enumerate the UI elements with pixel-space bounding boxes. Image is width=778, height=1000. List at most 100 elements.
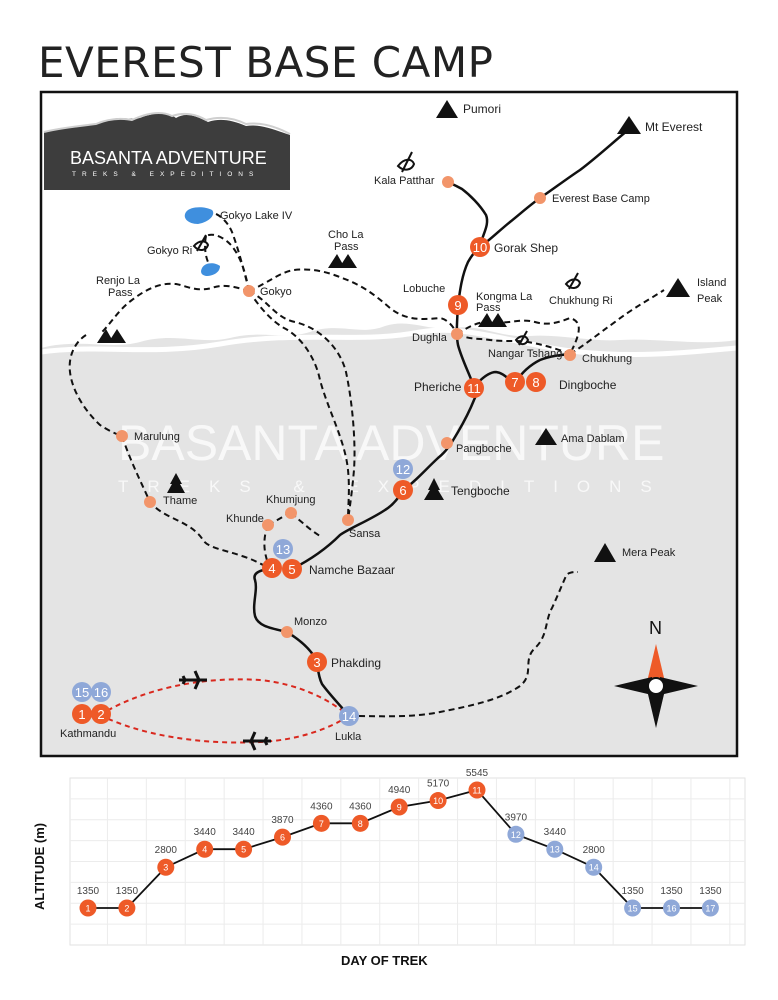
label-sansa: Sansa <box>349 528 381 540</box>
watermark-text: BASANTA ADVENTURE <box>118 415 664 471</box>
logo-tagline: TREKS & EXPEDITIONS <box>72 171 259 178</box>
dughla-dot <box>451 328 463 340</box>
stop-4-number: 4 <box>268 561 275 576</box>
airplane-icon <box>243 731 271 751</box>
chart-point-day-label: 11 <box>472 786 481 796</box>
label-mera-peak: Mera Peak <box>622 547 676 559</box>
stop-16-circle <box>91 682 111 702</box>
stop-11-number: 11 <box>467 381 481 396</box>
chart-point-day-label: 10 <box>433 796 443 806</box>
stop-6-number: 6 <box>399 483 406 498</box>
label-kathmandu: Kathmandu <box>60 728 116 740</box>
stop-10-circle <box>470 237 490 257</box>
label-namche: Namche Bazaar <box>309 563 395 577</box>
stop-13-number: 13 <box>276 542 290 557</box>
chart-point-day-label: 17 <box>705 904 715 914</box>
chart-point-day-9 <box>390 798 408 816</box>
stop-2-circle <box>91 704 111 724</box>
label-dughla: Dughla <box>412 332 448 344</box>
chart-point-day-label: 6 <box>280 833 285 843</box>
chart-point-day-label: 5 <box>241 845 246 855</box>
stop-11-circle <box>464 378 484 398</box>
chart-point-altitude-label: 1350 <box>621 886 644 897</box>
monzo-dot <box>281 626 293 638</box>
stop-16-number: 16 <box>94 685 108 700</box>
ama-dablam-mountain-icon <box>535 428 557 445</box>
chart-point-altitude-label: 1350 <box>77 886 100 897</box>
chart-point-altitude-label: 2800 <box>155 845 178 856</box>
label-tengboche: Tengboche <box>451 484 510 498</box>
kongma-la-pass-icon <box>478 313 507 327</box>
label-phakding: Phakding <box>331 656 381 670</box>
stop-2-number: 2 <box>97 707 104 722</box>
chart-point-day-10 <box>429 792 447 810</box>
chart-point-day-label: 2 <box>124 904 129 914</box>
chart-point-altitude-label: 3440 <box>544 827 567 838</box>
gokyo-lake-small-icon <box>201 263 220 276</box>
label-monzo: Monzo <box>294 616 327 628</box>
chart-point-day-label: 1 <box>85 904 90 914</box>
ridge-line <box>40 327 738 358</box>
chart-point-day-12 <box>507 825 525 843</box>
chart-point-day-3 <box>157 858 175 876</box>
chukhung-dot <box>564 349 576 361</box>
label-gokyo: Gokyo <box>260 286 292 298</box>
chart-point-day-4 <box>196 840 214 858</box>
chart-point-altitude-label: 5545 <box>466 768 489 779</box>
stop-1-number: 1 <box>78 707 85 722</box>
chart-point-altitude-label: 3870 <box>271 815 294 826</box>
label-gokyo-lake: Gokyo Lake IV <box>220 210 293 222</box>
label-peak: Peak <box>697 293 723 305</box>
stop-7-number: 7 <box>511 375 518 390</box>
label-cho-la: Cho La <box>328 229 364 241</box>
label-lukla: Lukla <box>335 731 362 743</box>
stop-8-circle <box>526 372 546 392</box>
label-kala-patthar: Kala Patthar <box>374 175 435 187</box>
stop-12-number: 12 <box>396 462 410 477</box>
label-kongma-la: Kongma La <box>476 291 533 303</box>
label-chukhung-ri: Chukhung Ri <box>549 295 613 307</box>
label-gokyo-ri: Gokyo Ri <box>147 245 192 257</box>
chart-point-altitude-label: 1350 <box>699 886 722 897</box>
chart-point-day-label: 3 <box>163 863 168 873</box>
chart-point-altitude-label: 5170 <box>427 779 450 790</box>
stop-13-circle <box>273 539 293 559</box>
mountain-icons <box>97 100 690 562</box>
thame-dot <box>144 496 156 508</box>
chart-point-altitude-label: 4360 <box>349 801 372 812</box>
map-frame-border <box>39 90 739 758</box>
chart-point-day-label: 15 <box>628 904 638 914</box>
chart-point-day-label: 8 <box>358 819 363 829</box>
gokyo-ri-viewpoint-icon <box>192 234 210 252</box>
label-everest: Mt Everest <box>645 120 703 134</box>
chart-point-day-13 <box>546 840 564 858</box>
stop-15-circle <box>72 682 92 702</box>
stop-9-circle <box>448 295 468 315</box>
everest-mountain-icon <box>617 116 641 134</box>
renjo-la-pass-icon <box>97 329 126 343</box>
chart-grid <box>69 777 746 946</box>
kala-patthar-dot <box>442 176 454 188</box>
chart-point-altitude-label: 1350 <box>116 886 139 897</box>
label-marulung: Marulung <box>134 431 180 443</box>
chart-point-day-label: 14 <box>589 863 599 873</box>
marulung-dot <box>116 430 128 442</box>
x-axis-label: DAY OF TREK <box>341 953 428 968</box>
label-renjo-pass: Pass <box>108 287 133 299</box>
label-thame: Thame <box>163 495 197 507</box>
chart-point-altitude-label: 3440 <box>232 827 255 838</box>
page-title: EVEREST BASE CAMP <box>38 38 494 87</box>
label-kongma-pass: Pass <box>476 302 501 314</box>
stop-15-number: 15 <box>75 685 89 700</box>
chart-point-day-11 <box>468 781 486 799</box>
stop-12-circle <box>393 459 413 479</box>
label-nangar: Nangar Tshang <box>488 348 562 360</box>
stop-5-circle <box>282 559 302 579</box>
label-lobuche: Lobuche <box>403 283 445 295</box>
stop-14-number: 14 <box>342 709 356 724</box>
label-khunde: Khunde <box>226 513 264 525</box>
thame-monastery-icon <box>167 473 185 493</box>
